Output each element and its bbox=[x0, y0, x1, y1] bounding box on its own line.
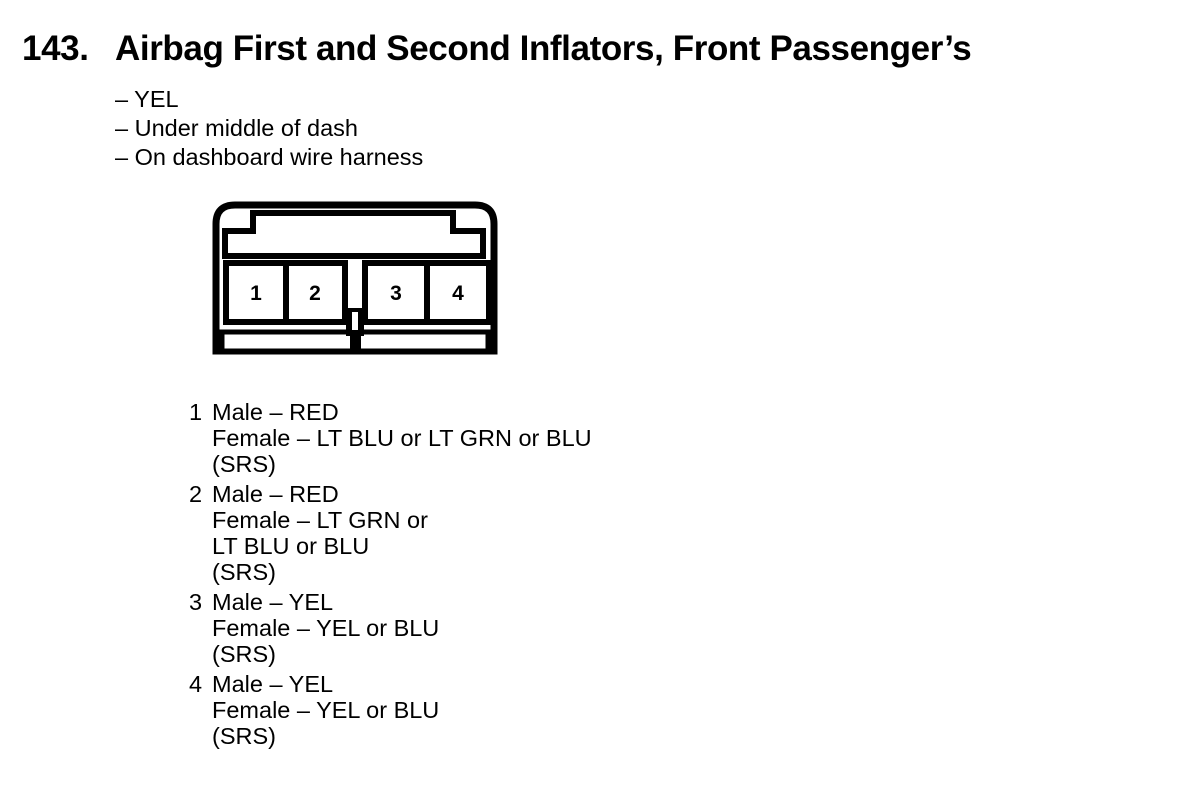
legend-pin-description: Male – YEL Female – YEL or BLU (SRS) bbox=[212, 589, 439, 667]
legend-line: Male – YEL bbox=[212, 671, 334, 697]
location-notes: – YEL – Under middle of dash – On dashbo… bbox=[115, 85, 423, 172]
legend-pin-description: Male – YEL Female – YEL or BLU (SRS) bbox=[212, 671, 439, 749]
pin-label-4: 4 bbox=[452, 282, 464, 305]
connector-diagram: 1 2 3 4 bbox=[212, 201, 498, 355]
legend-line: Male – RED bbox=[212, 481, 339, 507]
location-note: – Under middle of dash bbox=[115, 115, 358, 141]
legend-item-3: 3 Male – YEL Female – YEL or BLU (SRS) bbox=[189, 589, 592, 667]
legend-line: Female – LT GRN or bbox=[212, 507, 428, 533]
pin-legend: 1 Male – RED Female – LT BLU or LT GRN o… bbox=[189, 399, 592, 753]
legend-pin-number: 2 bbox=[189, 481, 203, 507]
pin-label-2: 2 bbox=[309, 282, 321, 305]
item-heading: 143. Airbag First and Second Inflators, … bbox=[22, 29, 972, 68]
legend-line: LT BLU or BLU bbox=[212, 533, 370, 559]
legend-pin-description: Male – RED Female – LT GRN or LT BLU or … bbox=[212, 481, 428, 585]
legend-line: Male – YEL bbox=[212, 589, 334, 615]
legend-line: Male – RED bbox=[212, 399, 339, 425]
legend-item-1: 1 Male – RED Female – LT BLU or LT GRN o… bbox=[189, 399, 592, 477]
location-note: – YEL bbox=[115, 86, 179, 112]
pin-label-3: 3 bbox=[390, 282, 402, 305]
legend-line: (SRS) bbox=[212, 559, 276, 585]
connector-center-divider bbox=[350, 328, 361, 352]
legend-line: (SRS) bbox=[212, 641, 276, 667]
legend-item-2: 2 Male – RED Female – LT GRN or LT BLU o… bbox=[189, 481, 592, 585]
legend-pin-description: Male – RED Female – LT BLU or LT GRN or … bbox=[212, 399, 592, 477]
legend-item-4: 4 Male – YEL Female – YEL or BLU (SRS) bbox=[189, 671, 592, 749]
page-title: Airbag First and Second Inflators, Front… bbox=[115, 29, 972, 68]
pin-label-1: 1 bbox=[250, 282, 262, 305]
legend-pin-number: 3 bbox=[189, 589, 203, 615]
legend-line: Female – YEL or BLU bbox=[212, 697, 440, 723]
legend-pin-number: 4 bbox=[189, 671, 203, 697]
location-note: – On dashboard wire harness bbox=[115, 144, 424, 170]
pin-row: 1 2 3 4 bbox=[223, 260, 492, 325]
legend-line: Female – YEL or BLU bbox=[212, 615, 440, 641]
legend-line: Female – LT BLU or LT GRN or BLU bbox=[212, 425, 592, 451]
connector-keyway bbox=[222, 210, 486, 259]
connector-center-slot bbox=[352, 312, 358, 330]
item-number: 143. bbox=[22, 29, 89, 68]
legend-line: (SRS) bbox=[212, 723, 276, 749]
legend-pin-number: 1 bbox=[189, 399, 203, 425]
legend-line: (SRS) bbox=[212, 451, 276, 477]
